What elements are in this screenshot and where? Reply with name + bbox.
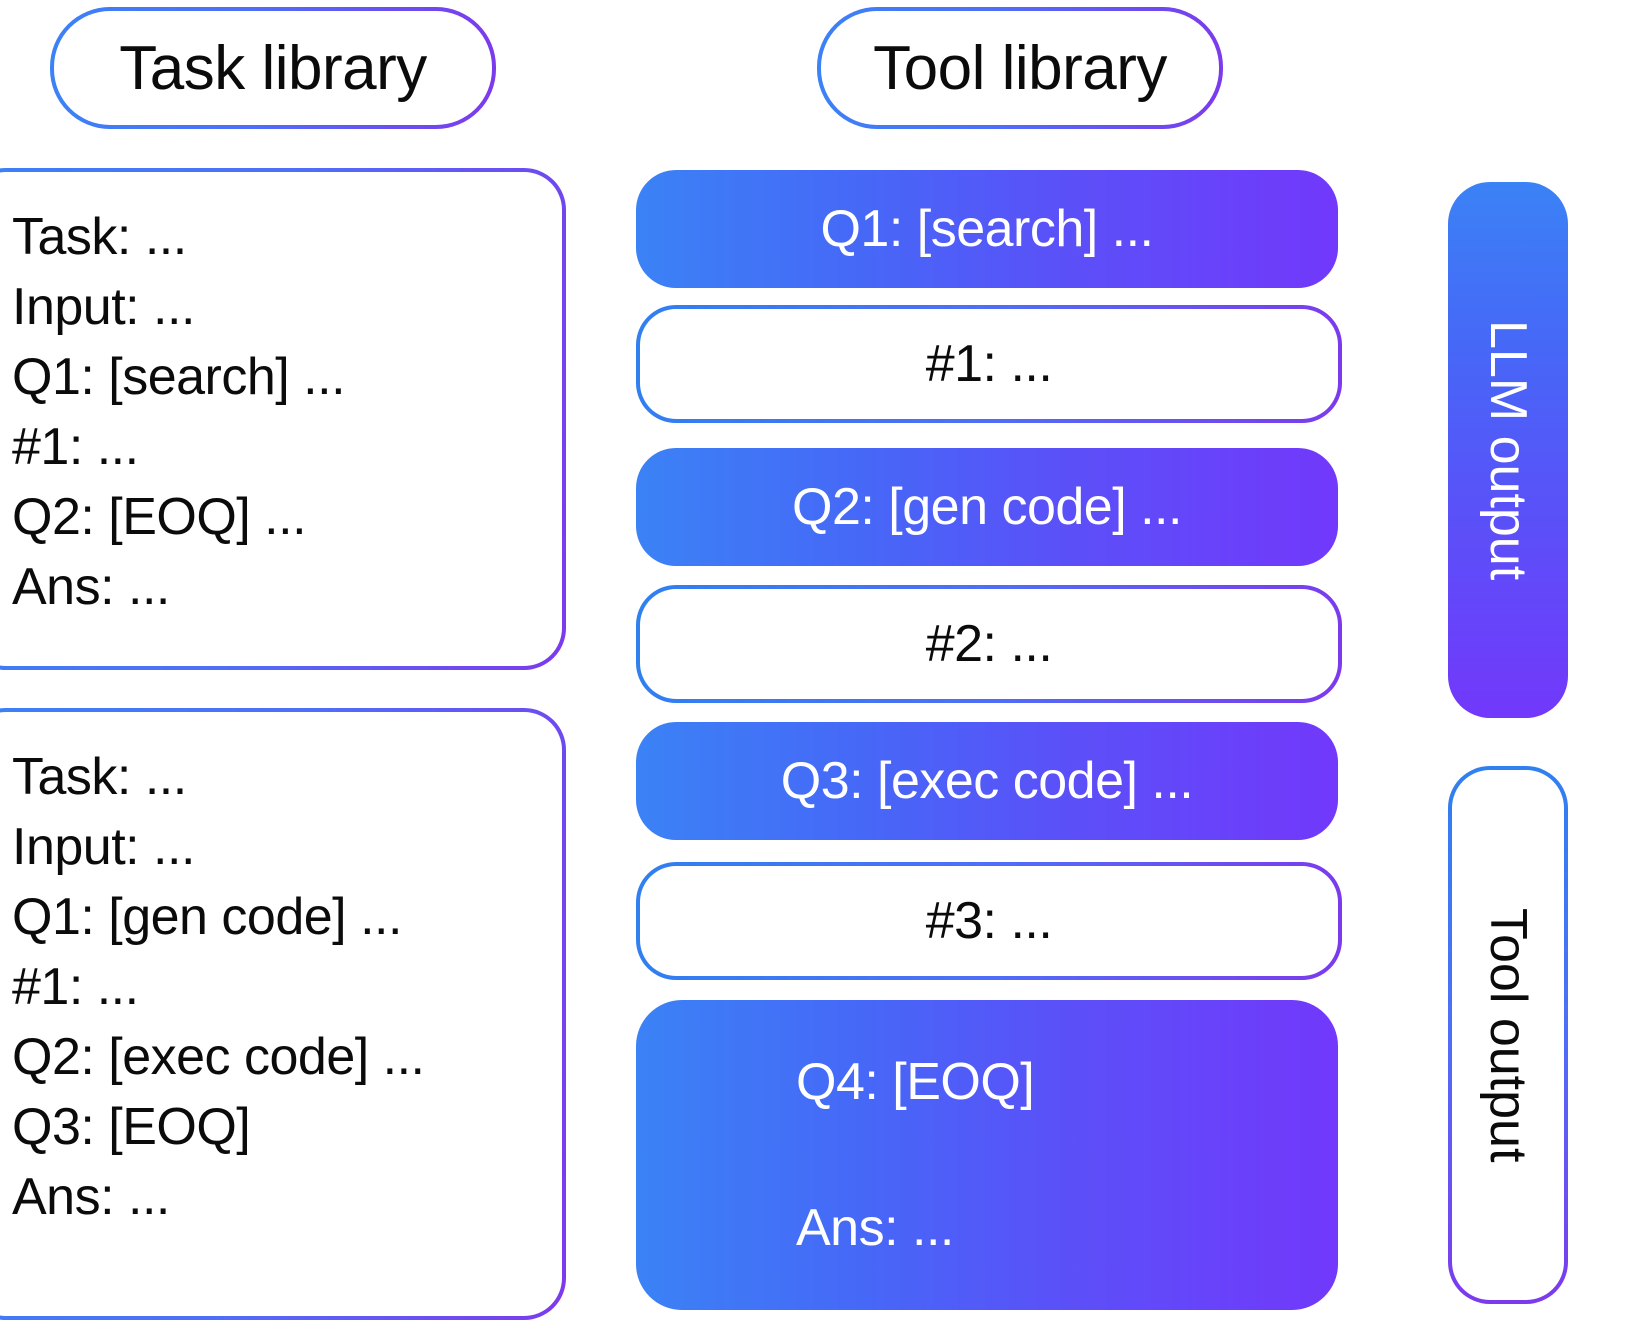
tool-bar-label: Q3: [exec code] ...: [780, 752, 1194, 810]
task-library-header: Task library: [50, 7, 496, 129]
tool-bar-llm-q1: Q1: [search] ...: [636, 170, 1338, 288]
legend-llm-output-label: LLM output: [1479, 319, 1537, 581]
task-line: Q3: [EOQ]: [12, 1098, 251, 1156]
task-line: Ans: ...: [12, 1168, 170, 1226]
task-card: Task: ... Input: ... Q1: [search] ... #1…: [0, 168, 566, 670]
tool-bar-label: #1: ...: [925, 335, 1053, 393]
tool-library-header: Tool library: [817, 7, 1223, 129]
tool-bar-label: Q2: [gen code] ...: [792, 478, 1182, 536]
tool-bar-tool-1: #1: ...: [636, 305, 1342, 423]
task-line: Q1: [gen code] ...: [12, 888, 402, 946]
tool-library-header-label: Tool library: [873, 33, 1167, 103]
task-card: Task: ... Input: ... Q1: [gen code] ... …: [0, 708, 566, 1320]
task-line: Input: ...: [12, 818, 195, 876]
tool-bar-label: #3: ...: [925, 892, 1053, 950]
task-line: Ans: ...: [12, 558, 170, 616]
task-line: Input: ...: [12, 278, 195, 336]
task-line: Task: ...: [12, 208, 187, 266]
tool-bar-tool-2: #2: ...: [636, 585, 1342, 703]
tool-bar-tool-3: #3: ...: [636, 862, 1342, 980]
task-line: Task: ...: [12, 748, 187, 806]
tool-bar-llm-q2: Q2: [gen code] ...: [636, 448, 1338, 566]
task-line: #1: ...: [12, 418, 139, 476]
task-line: Q2: [exec code] ...: [12, 1028, 425, 1086]
legend-tool-output: Tool output: [1448, 766, 1568, 1304]
task-line: Q1: [search] ...: [12, 348, 346, 406]
tool-bar-label: Q1: [search] ...: [820, 200, 1154, 258]
tool-bar-answer-label: Ans: ...: [796, 1199, 954, 1257]
legend-tool-output-label: Tool output: [1479, 907, 1537, 1163]
task-library-header-label: Task library: [119, 33, 427, 103]
task-line: Q2: [EOQ] ...: [12, 488, 307, 546]
tool-bar-label: #2: ...: [925, 615, 1053, 673]
task-line: #1: ...: [12, 958, 139, 1016]
tool-bar-llm-q4: Q4: [EOQ] Ans: ...: [636, 1000, 1338, 1310]
tool-bar-label: Q4: [EOQ]: [796, 1053, 1035, 1111]
legend-llm-output: LLM output: [1448, 182, 1568, 718]
tool-bar-llm-q3: Q3: [exec code] ...: [636, 722, 1338, 840]
